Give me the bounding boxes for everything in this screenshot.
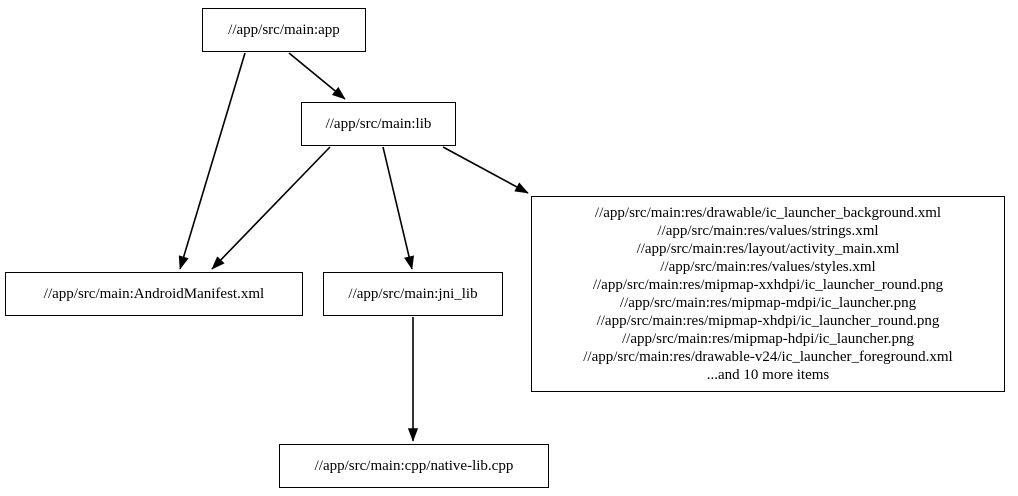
graph-edge-app-to-lib [288,52,346,100]
node-label-line: ...and 10 more items [706,367,830,383]
graph-node-lib[interactable]: //app/src/main:lib [301,102,456,146]
node-label-line: //app/src/main:res/values/styles.xml [660,259,876,275]
node-label: //app/src/main:cpp/native-lib.cpp [314,457,514,474]
graph-edge-lib-to-jni_lib [382,146,415,270]
node-label: //app/src/main:AndroidManifest.xml [43,285,265,302]
node-label-line: //app/src/main:res/mipmap-hdpi/ic_launch… [621,331,914,347]
graph-node-native-lib[interactable]: //app/src/main:cpp/native-lib.cpp [279,444,549,488]
node-label-line: //app/src/main:res/values/strings.xml [657,223,879,239]
node-label-line: //app/src/main:res/layout/activity_main.… [636,241,900,257]
node-label: //app/src/main:app [228,21,340,38]
graph-edge-lib-to-resources [442,146,529,194]
node-label-multiline: //app/src/main:res/drawable/ic_launcher_… [538,204,998,384]
node-label-line: //app/src/main:res/mipmap-mdpi/ic_launch… [619,295,917,311]
node-label-line: //app/src/main:res/drawable/ic_launcher_… [594,205,942,221]
graph-edge-lib-to-android_manifest [211,146,331,270]
node-label-line: //app/src/main:res/mipmap-xhdpi/ic_launc… [596,313,940,329]
node-label-line: //app/src/main:res/mipmap-xxhdpi/ic_laun… [592,277,944,293]
node-label: //app/src/main:lib [325,115,432,132]
graph-edge-app-to-android_manifest [178,52,246,270]
graph-node-jni-lib[interactable]: //app/src/main:jni_lib [323,272,503,316]
node-label: //app/src/main:jni_lib [348,285,478,302]
graph-node-android-manifest[interactable]: //app/src/main:AndroidManifest.xml [5,272,303,316]
node-label-line: //app/src/main:res/drawable-v24/ic_launc… [583,349,953,365]
graph-node-resources[interactable]: //app/src/main:res/drawable/ic_launcher_… [531,196,1005,392]
graph-node-app[interactable]: //app/src/main:app [202,8,366,52]
